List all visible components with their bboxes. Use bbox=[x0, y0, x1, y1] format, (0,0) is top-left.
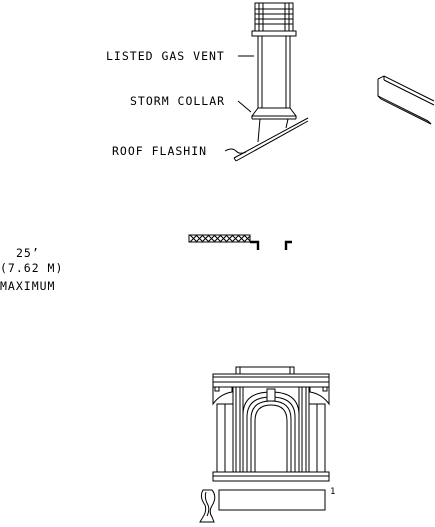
ceiling-firestop bbox=[188, 234, 292, 250]
vent-pipe bbox=[257, 35, 291, 108]
label-height-note: MAXIMUM bbox=[0, 279, 55, 293]
storm-collar bbox=[251, 107, 297, 143]
label-storm-collar: STORM COLLAR bbox=[130, 94, 225, 108]
leader-lines bbox=[224, 55, 254, 154]
decorative-leg bbox=[199, 489, 216, 523]
vent-cap bbox=[251, 2, 297, 37]
label-partial-mark: 1 bbox=[330, 487, 336, 497]
label-roof-flashing: ROOF FLASHIN bbox=[112, 144, 207, 158]
label-height-value: 25’ bbox=[16, 246, 40, 260]
fireplace-stove bbox=[212, 366, 330, 511]
roof-edge-detail bbox=[377, 75, 435, 125]
label-height-metric: (7.62 M) bbox=[0, 261, 63, 275]
roof-flashing bbox=[233, 117, 309, 162]
label-listed-gas-vent: LISTED GAS VENT bbox=[106, 49, 225, 63]
